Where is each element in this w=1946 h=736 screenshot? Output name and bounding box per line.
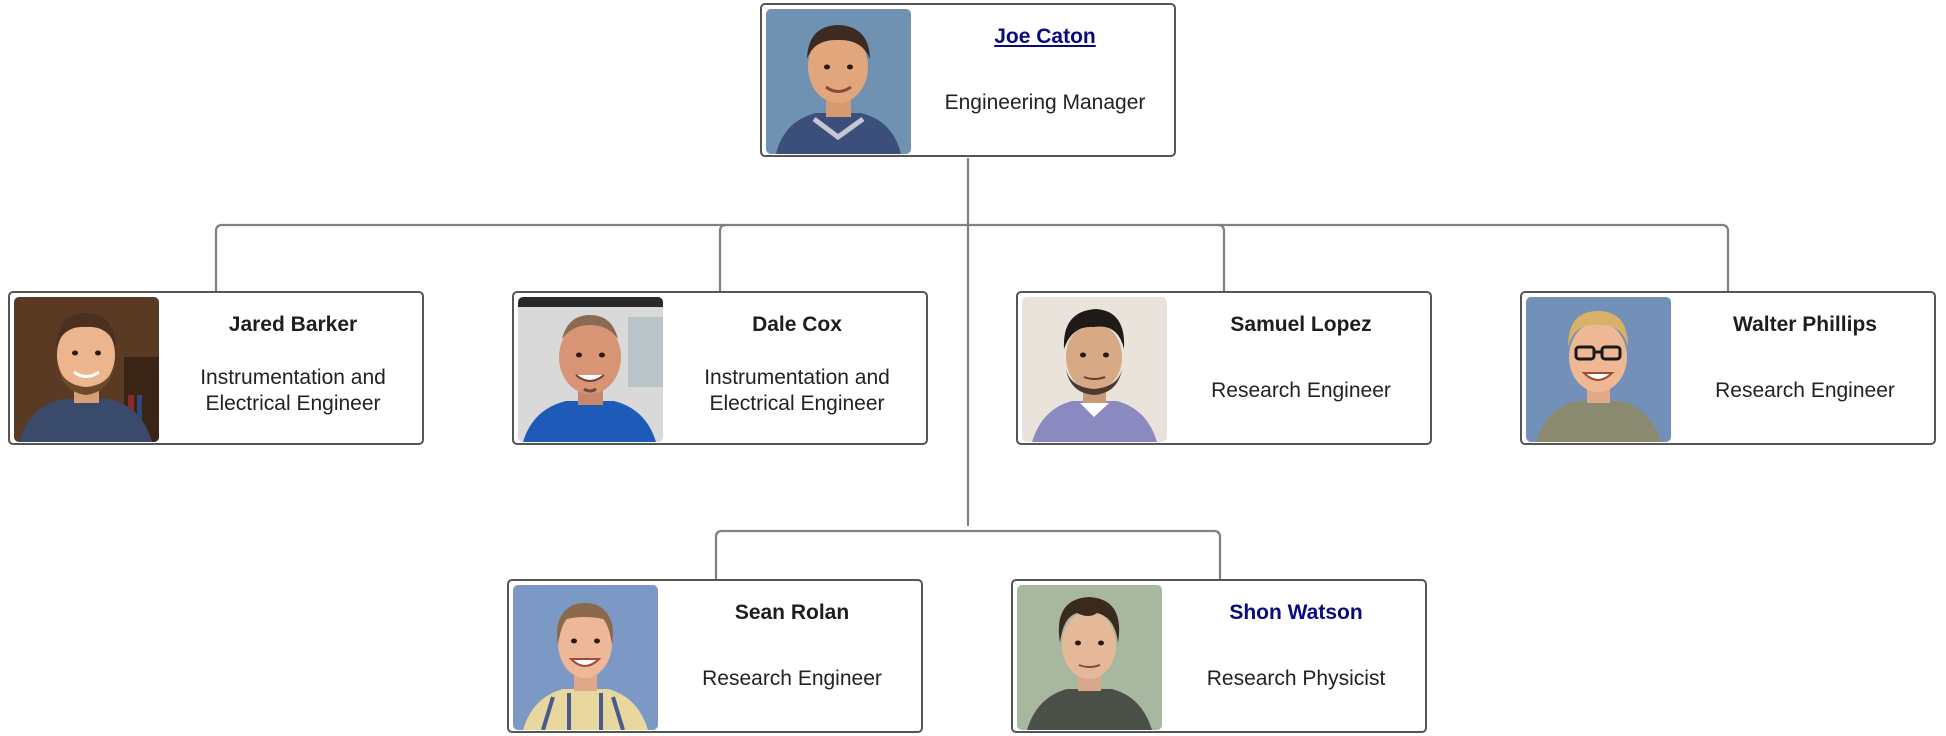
avatar-jared-barker — [14, 297, 159, 442]
avatar-dale-cox — [518, 297, 663, 442]
report-name: Samuel Lopez — [1230, 313, 1372, 336]
avatar-joe-caton — [766, 9, 911, 154]
report-title: Instrumentation and Electrical Engineer — [200, 366, 386, 415]
report-name-link[interactable]: Shon Watson — [1229, 601, 1363, 624]
report-name: Jared Barker — [228, 313, 358, 336]
org-card-manager[interactable]: Joe Caton Engineering Manager — [760, 3, 1176, 157]
connector-level1-bar — [214, 223, 1730, 294]
org-card-sean-rolan[interactable]: Sean Rolan Research Engineer — [507, 579, 923, 733]
report-title: Research Engineer — [1211, 379, 1391, 402]
report-title: Instrumentation and Electrical Engineer — [704, 366, 890, 415]
manager-title: Engineering Manager — [944, 91, 1146, 114]
connector-level2-bar — [714, 529, 1222, 582]
report-name: Walter Phillips — [1733, 313, 1877, 336]
report-name: Sean Rolan — [734, 601, 850, 624]
report-title: Research Engineer — [1715, 379, 1895, 402]
avatar-walter-phillips — [1526, 297, 1671, 442]
report-name: Dale Cox — [752, 313, 842, 336]
org-card-walter-phillips[interactable]: Walter Phillips Research Engineer — [1520, 291, 1936, 445]
org-card-shon-watson[interactable]: Shon Watson Research Physicist — [1011, 579, 1427, 733]
manager-name-link[interactable]: Joe Caton — [994, 25, 1096, 48]
avatar-shon-watson — [1017, 585, 1162, 730]
report-title: Research Engineer — [702, 667, 882, 690]
org-card-dale-cox[interactable]: Dale Cox Instrumentation and Electrical … — [512, 291, 928, 445]
report-title: Research Physicist — [1206, 667, 1386, 690]
avatar-sean-rolan — [513, 585, 658, 730]
avatar-samuel-lopez — [1022, 297, 1167, 442]
connector-samuel — [1217, 223, 1226, 294]
connector-dale — [718, 223, 727, 294]
org-card-samuel-lopez[interactable]: Samuel Lopez Research Engineer — [1016, 291, 1432, 445]
org-card-jared-barker[interactable]: Jared Barker Instrumentation and Electri… — [8, 291, 424, 445]
